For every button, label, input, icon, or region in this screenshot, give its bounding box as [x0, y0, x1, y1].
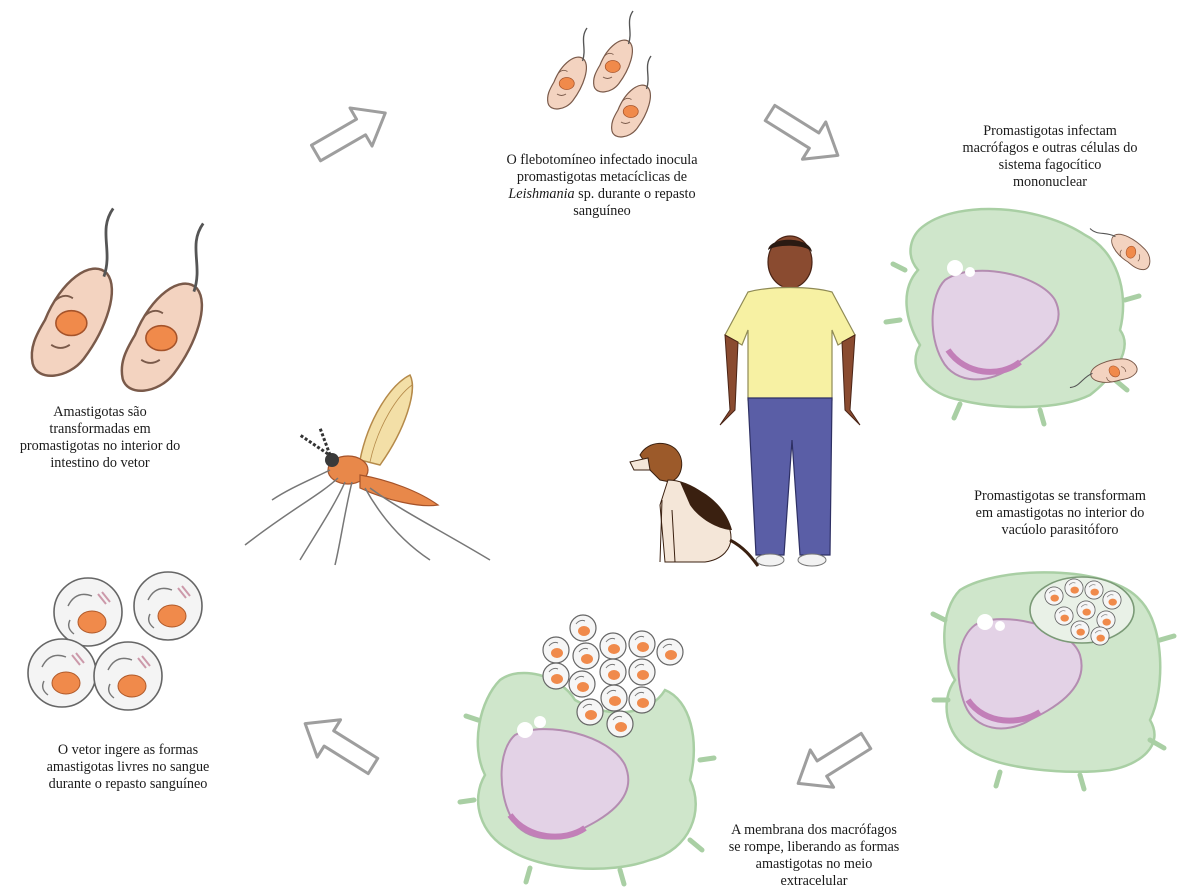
caption-line: Amastigotas são	[0, 404, 200, 421]
macrophage-icon	[886, 209, 1139, 424]
caption-membrane-rupture: A membrana dos macrófagos se rompe, libe…	[706, 822, 922, 890]
amastigote-icon	[134, 572, 202, 640]
caption-line: sistema fagocítico	[930, 157, 1170, 174]
caption-line: em amastigotas no interior do	[938, 505, 1182, 522]
cycle-arrow-icon	[758, 94, 849, 174]
sandfly-icon	[245, 375, 490, 565]
caption-line: se rompe, liberando as formas	[706, 839, 922, 856]
caption-line: amastigotas livres no sangue	[12, 759, 244, 776]
caption-line: O flebotomíneo infectado inocula	[478, 152, 726, 169]
caption-line: promastigotas metacíclicas de	[478, 169, 726, 186]
caption-line: O vetor ingere as formas	[12, 742, 244, 759]
caption-line: mononuclear	[930, 174, 1170, 191]
caption-line: Promastigotas infectam	[930, 123, 1170, 140]
caption-line: A membrana dos macrófagos	[706, 822, 922, 839]
promastigote-icon	[594, 11, 633, 92]
caption-line: vacúolo parasitóforo	[938, 522, 1182, 539]
caption-infect-macrophages: Promastigotas infectam macrófagos e outr…	[930, 123, 1170, 191]
caption-line: promastigotas no interior do	[0, 438, 200, 455]
caption-inoculation: O flebotomíneo infectado inocula promast…	[478, 152, 726, 220]
amastigote-icon	[94, 642, 162, 710]
species-name: Leishmania	[508, 186, 574, 202]
amastigote-icon	[54, 578, 122, 646]
caption-line: extracelular	[706, 873, 922, 890]
caption-line: amastigotas no meio	[706, 856, 922, 873]
promastigote-icon	[32, 208, 113, 375]
caption-vector-intestine: Amastigotas são transformadas em promast…	[0, 404, 200, 472]
cycle-arrow-icon	[305, 94, 396, 172]
caption-line: sanguíneo	[478, 203, 726, 220]
cycle-arrow-icon	[786, 722, 877, 802]
caption-line: intestino do vetor	[0, 455, 200, 472]
caption-fragment: sp. durante o repasto	[575, 186, 696, 202]
caption-line: macrófagos e outras células do	[930, 140, 1170, 157]
dog-icon	[630, 443, 758, 566]
caption-line: Leishmania sp. durante o repasto	[478, 186, 726, 203]
caption-line: transformadas em	[0, 421, 200, 438]
amastigote-icon	[28, 639, 96, 707]
caption-line: durante o repasto sanguíneo	[12, 776, 244, 793]
promastigote-icon	[122, 223, 203, 390]
human-icon	[720, 236, 860, 566]
cycle-arrow-icon	[293, 705, 384, 785]
caption-transform-amastigotes: Promastigotas se transformam em amastigo…	[938, 488, 1182, 539]
caption-line: Promastigotas se transformam	[938, 488, 1182, 505]
caption-vector-ingests: O vetor ingere as formas amastigotas liv…	[12, 742, 244, 793]
promastigote-icon	[548, 28, 587, 109]
